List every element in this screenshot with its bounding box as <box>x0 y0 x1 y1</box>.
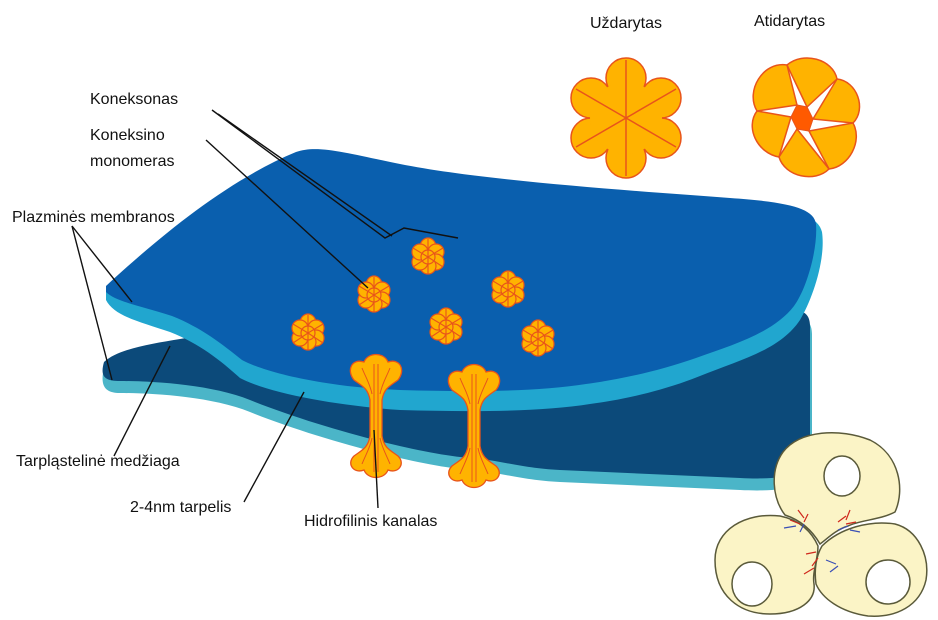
label-hydrophilic-channel: Hidrofilinis kanalas <box>304 513 437 530</box>
label-connexin-monomer-line2: monomeras <box>90 153 174 170</box>
open-connexon-icon <box>752 58 859 177</box>
label-connexon: Koneksonas <box>90 91 178 108</box>
label-connexin-monomer-line1: Koneksino <box>90 127 165 144</box>
label-gap: 2-4nm tarpelis <box>130 499 231 516</box>
label-closed: Uždarytas <box>590 15 662 32</box>
label-open: Atidarytas <box>754 13 825 30</box>
closed-connexon-icon <box>571 58 681 178</box>
label-plasma-membranes: Plazminės membranos <box>12 209 175 226</box>
label-extracellular-matrix: Tarpląstelinė medžiaga <box>16 453 180 470</box>
